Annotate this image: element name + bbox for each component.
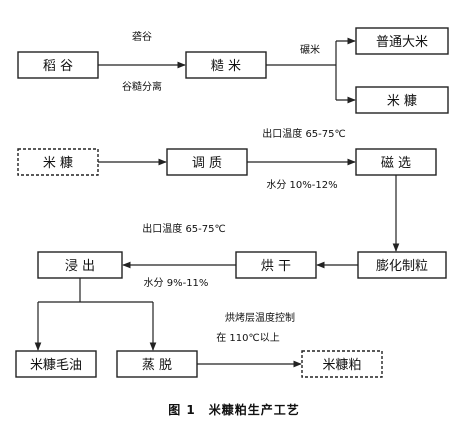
label-layer-temp-2: 在 110℃以上 xyxy=(216,332,280,344)
label-layer-temp-1: 烘烤层温度控制 xyxy=(225,311,295,324)
node-rice-bran-top: 米 糠 xyxy=(355,86,449,114)
label-hulling: 砻谷 xyxy=(132,31,152,43)
node-conditioning-label: 调 质 xyxy=(192,156,222,171)
node-drying: 烘 干 xyxy=(235,251,317,279)
node-paddy-label: 稻 谷 xyxy=(43,59,73,74)
figure-caption: 图 1 米糠粕生产工艺 xyxy=(168,402,300,417)
node-magnetic: 磁 选 xyxy=(355,148,437,176)
node-extrusion-label: 膨化制粒 xyxy=(376,259,428,274)
label-moisture-2: 水分 9%-11% xyxy=(144,277,209,289)
node-brown-rice-label: 糙 米 xyxy=(211,59,241,74)
label-outlet-temp-2: 出口温度 65-75℃ xyxy=(142,222,225,235)
node-brown-rice: 糙 米 xyxy=(185,51,267,79)
node-ordinary-rice-label: 普通大米 xyxy=(376,35,428,50)
node-desolventizing: 蒸 脱 xyxy=(116,350,198,378)
node-ordinary-rice: 普通大米 xyxy=(355,27,449,55)
node-rice-bran-top-label: 米 糠 xyxy=(387,93,417,109)
node-conditioning: 调 质 xyxy=(166,148,248,176)
label-moisture-1: 水分 10%-12% xyxy=(266,179,337,191)
node-crude-oil-label: 米糠毛油 xyxy=(30,357,82,373)
node-magnetic-label: 磁 选 xyxy=(381,156,411,171)
node-extrusion: 膨化制粒 xyxy=(357,251,447,279)
node-bran-meal-label: 米糠粕 xyxy=(322,357,361,373)
label-milling: 碾米 xyxy=(300,43,320,56)
node-rice-bran-start-label: 米 糠 xyxy=(43,155,73,171)
node-leaching-label: 浸 出 xyxy=(65,259,95,274)
node-rice-bran-start: 米 糠 xyxy=(17,148,99,176)
node-paddy: 稻 谷 xyxy=(17,51,99,79)
node-desolventizing-label: 蒸 脱 xyxy=(142,358,172,373)
node-crude-oil: 米糠毛油 xyxy=(15,350,97,378)
node-bran-meal: 米糠粕 xyxy=(301,350,383,378)
node-leaching: 浸 出 xyxy=(37,251,123,279)
label-separation: 谷糙分离 xyxy=(122,80,162,93)
node-drying-label: 烘 干 xyxy=(261,259,291,274)
label-outlet-temp-1: 出口温度 65-75℃ xyxy=(262,127,345,140)
